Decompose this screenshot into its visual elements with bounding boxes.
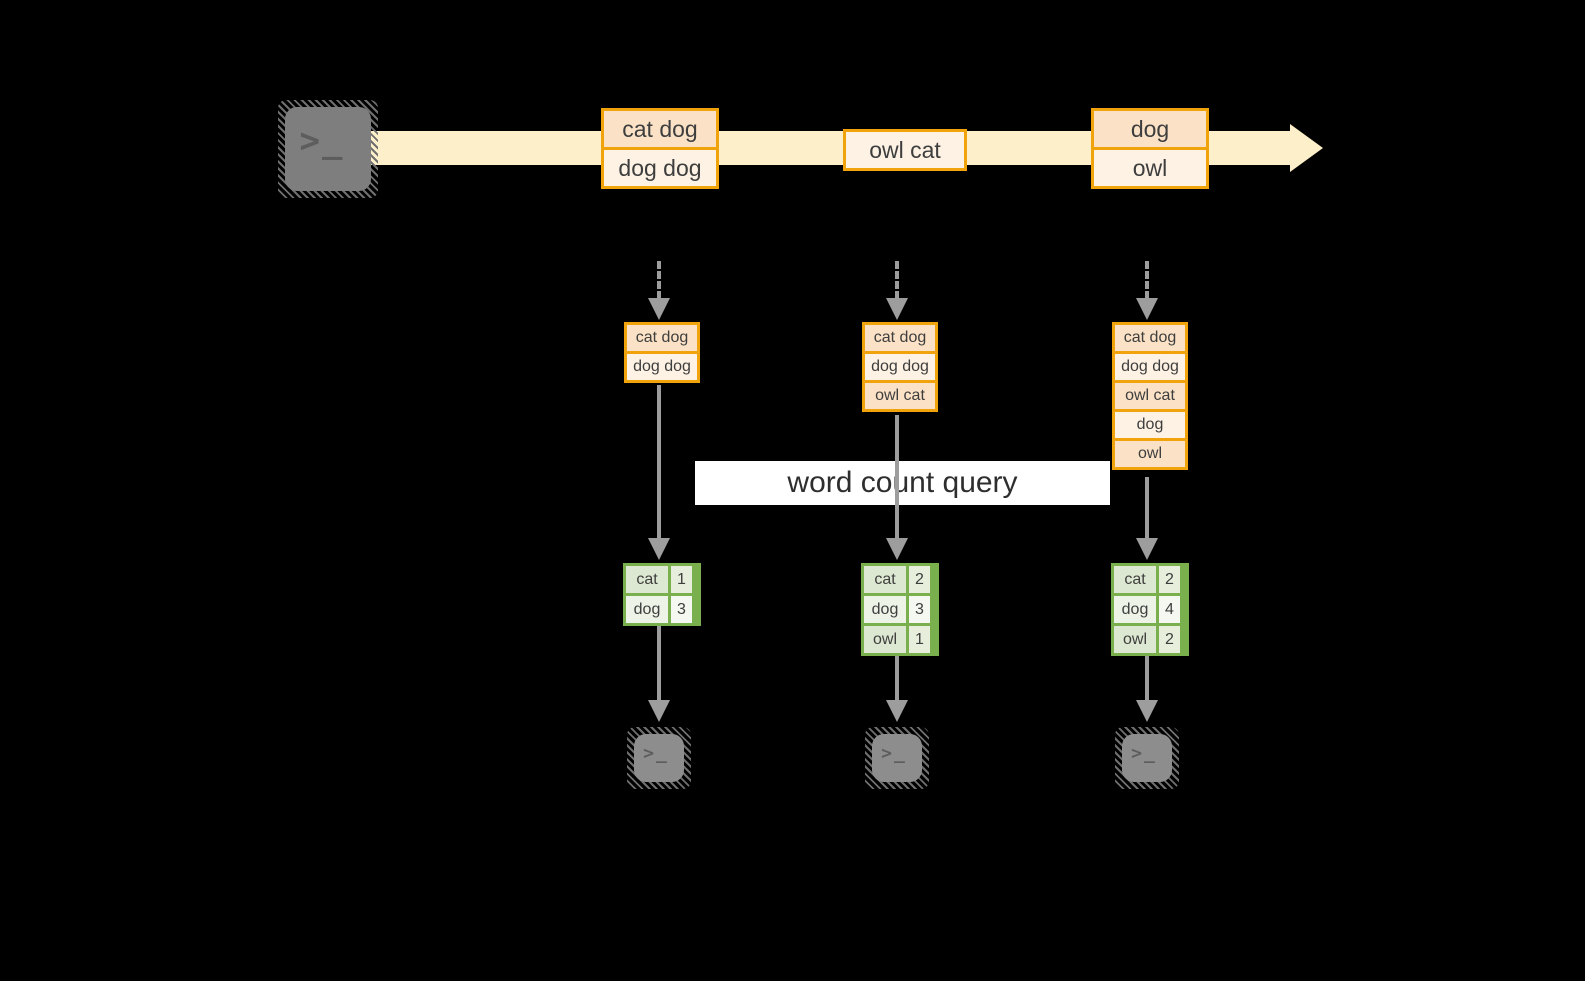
output-arrow-line-1 <box>657 626 661 700</box>
query-arrowhead-2 <box>886 538 908 560</box>
ingest-arrow-line-2 <box>895 261 899 299</box>
count-cell: 2 <box>1159 626 1180 653</box>
count-cell: 3 <box>671 596 692 623</box>
output-arrowhead-2 <box>886 700 908 722</box>
count-cell: 4 <box>1159 596 1180 623</box>
sink-terminal-icon-2: >_ <box>865 727 929 789</box>
query-label: word count query <box>787 466 1018 499</box>
record-cell: cat dog <box>627 325 697 351</box>
stream-batch-2: owl cat <box>843 129 967 171</box>
record-cell: cat dog <box>865 325 935 351</box>
ingest-arrowhead-1 <box>648 298 670 320</box>
record-cell: dog <box>1115 412 1185 438</box>
query-arrow-line-2 <box>895 415 899 538</box>
count-table-2: cat 2 dog 3 owl 1 <box>861 563 939 656</box>
ingest-arrow-line-3 <box>1145 261 1149 299</box>
word-cell: dog <box>626 596 668 623</box>
sink-terminal-body: >_ <box>872 734 922 782</box>
ingest-arrowhead-3 <box>1136 298 1158 320</box>
sink-terminal-body: >_ <box>634 734 684 782</box>
query-label-bar: word count query <box>695 461 1110 505</box>
stream-batch-1: cat dog dog dog <box>601 108 719 189</box>
terminal-prompt-icon: >_ <box>881 742 907 764</box>
record-cell: cat dog <box>604 111 716 147</box>
word-cell: owl <box>864 626 906 653</box>
record-cell: owl cat <box>1115 383 1185 409</box>
record-cell: dog <box>1094 111 1206 147</box>
word-cell: cat <box>626 566 668 593</box>
sink-terminal-icon-1: >_ <box>627 727 691 789</box>
stream-timeline-arrowhead-icon <box>1290 124 1323 172</box>
source-terminal-body: >_ <box>285 107 371 191</box>
count-table-1: cat 1 dog 3 <box>623 563 701 626</box>
word-cell: cat <box>1114 566 1156 593</box>
accumulated-stack-2: cat dog dog dog owl cat <box>862 322 938 412</box>
terminal-prompt-icon: >_ <box>1131 742 1157 764</box>
record-cell: owl <box>1094 150 1206 186</box>
word-cell: owl <box>1114 626 1156 653</box>
sink-terminal-body: >_ <box>1122 734 1172 782</box>
output-arrow-line-3 <box>1145 656 1149 700</box>
source-terminal-icon: >_ <box>278 100 378 198</box>
record-cell: dog dog <box>865 354 935 380</box>
ingest-arrow-line-1 <box>657 261 661 299</box>
record-cell: dog dog <box>604 150 716 186</box>
count-cell: 1 <box>671 566 692 593</box>
word-cell: cat <box>864 566 906 593</box>
count-cell: 1 <box>909 626 930 653</box>
word-cell: dog <box>864 596 906 623</box>
terminal-prompt-icon: >_ <box>299 121 345 161</box>
query-arrow-line-1 <box>657 385 661 538</box>
sink-terminal-icon-3: >_ <box>1115 727 1179 789</box>
count-cell: 2 <box>1159 566 1180 593</box>
query-arrowhead-1 <box>648 538 670 560</box>
word-cell: dog <box>1114 596 1156 623</box>
count-cell: 3 <box>909 596 930 623</box>
count-cell: 2 <box>909 566 930 593</box>
record-cell: dog dog <box>1115 354 1185 380</box>
output-arrowhead-1 <box>648 700 670 722</box>
terminal-prompt-icon: >_ <box>643 742 669 764</box>
record-cell: cat dog <box>1115 325 1185 351</box>
record-cell: owl cat <box>865 383 935 409</box>
count-table-3: cat 2 dog 4 owl 2 <box>1111 563 1189 656</box>
stream-batch-3: dog owl <box>1091 108 1209 189</box>
query-arrow-line-3 <box>1145 477 1149 538</box>
accumulated-stack-1: cat dog dog dog <box>624 322 700 383</box>
accumulated-stack-3: cat dog dog dog owl cat dog owl <box>1112 322 1188 470</box>
ingest-arrowhead-2 <box>886 298 908 320</box>
record-cell: dog dog <box>627 354 697 380</box>
record-cell: owl <box>1115 441 1185 467</box>
query-arrowhead-3 <box>1136 538 1158 560</box>
output-arrowhead-3 <box>1136 700 1158 722</box>
record-cell: owl cat <box>846 132 964 168</box>
output-arrow-line-2 <box>895 656 899 700</box>
